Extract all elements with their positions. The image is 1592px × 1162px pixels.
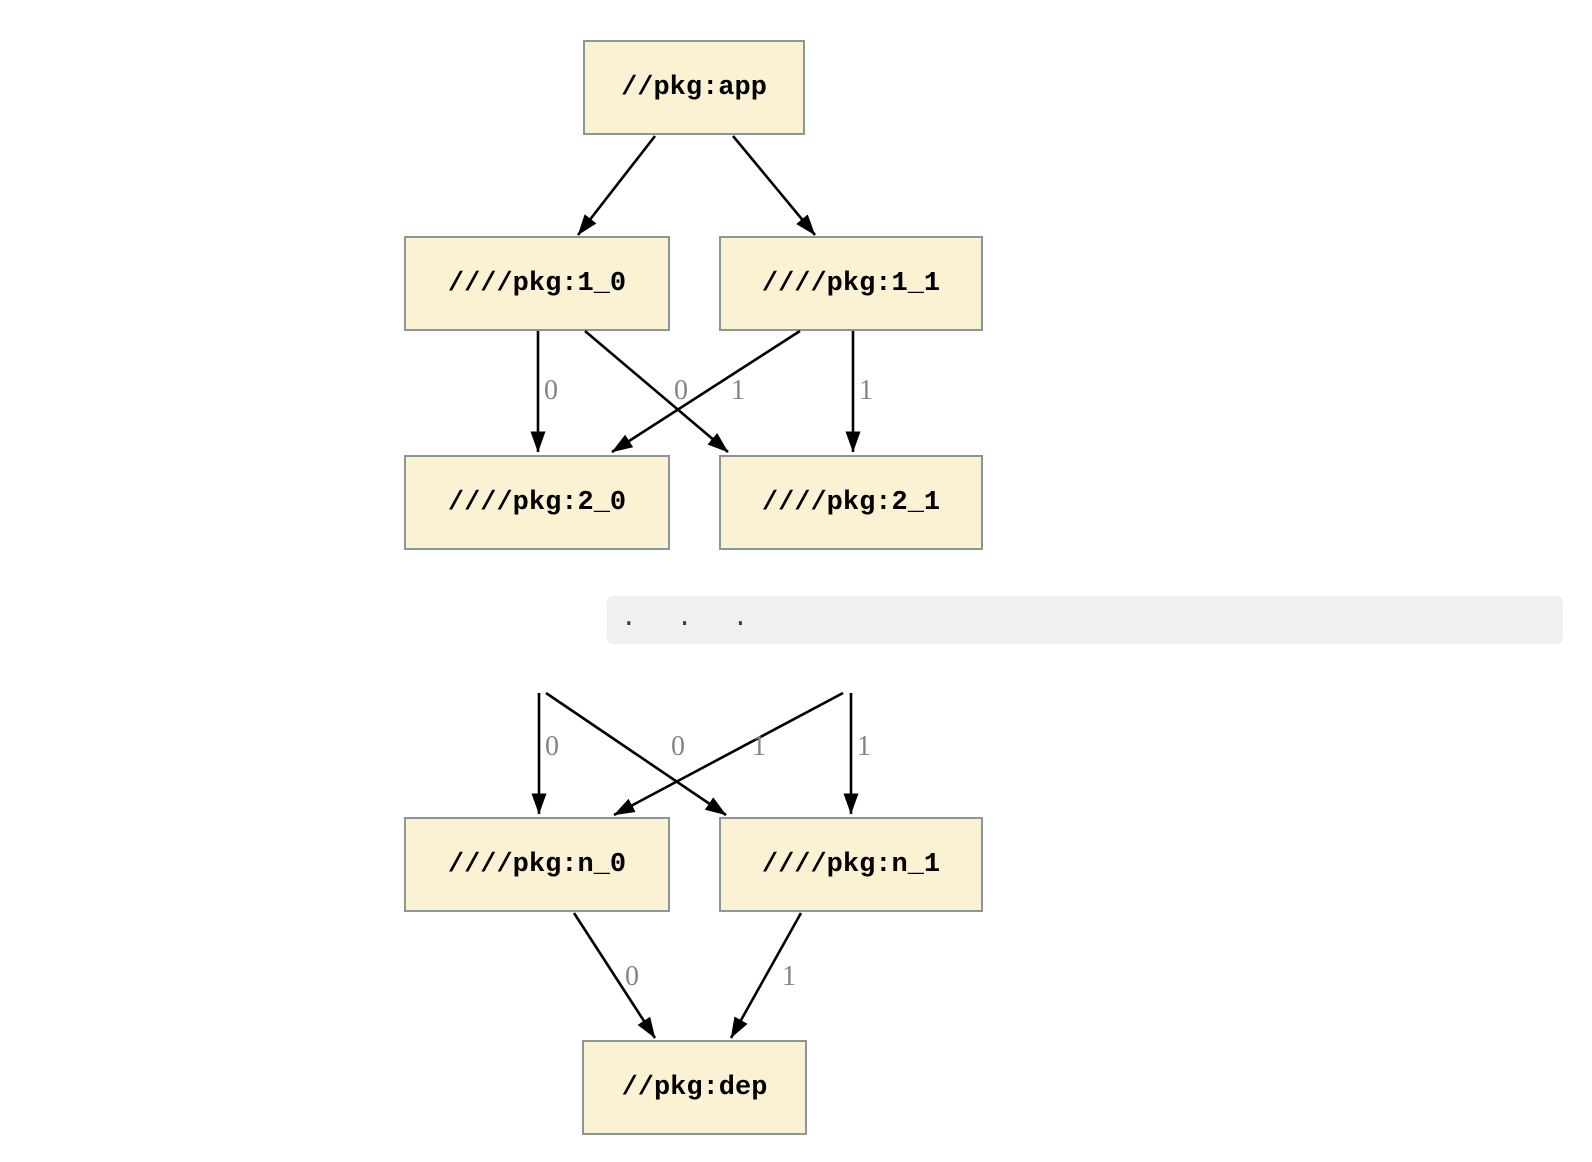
edge-label-n-1-to-dep: 1 <box>782 961 796 992</box>
node-pkg-1-1: ////pkg:1_1 <box>719 236 983 331</box>
node-label: ////pkg:2_0 <box>447 487 627 518</box>
node-label: ////pkg:1_0 <box>447 268 627 299</box>
node-pkg-n-1: ////pkg:n_1 <box>719 817 983 912</box>
edge-label-1-0-to-2-0: 0 <box>544 375 558 406</box>
edge-stub-to-n-1-cross <box>545 691 727 817</box>
separator-band: . . . <box>607 596 1563 644</box>
node-pkg-2-0: ////pkg:2_0 <box>404 455 670 550</box>
edge-1-0-to-2-1 <box>584 330 729 453</box>
node-label: ////pkg:n_1 <box>761 849 941 880</box>
edge-app-to-1-1 <box>731 135 817 236</box>
node-pkg-n-0: ////pkg:n_0 <box>404 817 670 912</box>
edge-stub-to-n-0-cross <box>613 691 844 817</box>
edge-n-1-to-dep <box>729 912 803 1039</box>
edge-label-stub-to-n-0: 0 <box>545 731 559 762</box>
edge-label-1-0-to-2-1: 1 <box>731 375 745 406</box>
edge-label-1-1-to-2-0: 0 <box>674 375 688 406</box>
ellipsis-text: . . . <box>621 603 752 633</box>
edge-1-1-to-2-0 <box>611 329 801 454</box>
edge-n-0-to-dep <box>572 912 657 1039</box>
edge-app-to-1-0 <box>576 135 657 236</box>
node-pkg-2-1: ////pkg:2_1 <box>719 455 983 550</box>
node-pkg-app: //pkg:app <box>583 40 805 135</box>
node-label: //pkg:app <box>621 72 767 103</box>
edge-label-stub-to-n-1: 1 <box>857 731 871 762</box>
node-pkg-1-0: ////pkg:1_0 <box>404 236 670 331</box>
edge-label-stub-to-n-1-cross: 1 <box>752 731 766 762</box>
node-pkg-dep: //pkg:dep <box>582 1040 807 1135</box>
edge-label-1-1-to-2-1: 1 <box>859 375 873 406</box>
node-label: ////pkg:n_0 <box>447 849 627 880</box>
edge-label-stub-to-n-0-cross: 0 <box>671 731 685 762</box>
edge-label-n-0-to-dep: 0 <box>625 961 639 992</box>
node-label: //pkg:dep <box>621 1072 768 1103</box>
node-label: ////pkg:2_1 <box>761 487 941 518</box>
node-label: ////pkg:1_1 <box>761 268 941 299</box>
